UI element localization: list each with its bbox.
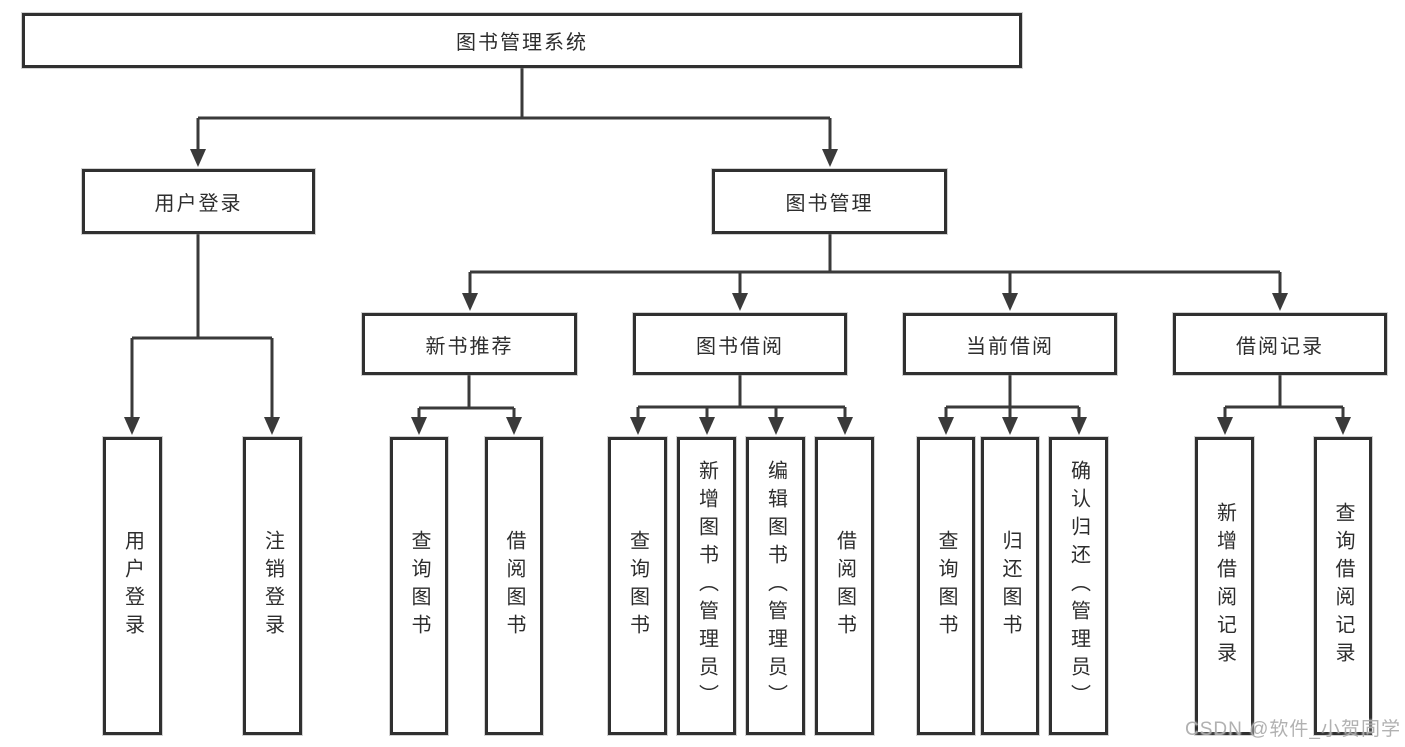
leaf-edit-books-admin-label: 编辑图书（管理员）	[764, 460, 787, 712]
node-root-system: 图书管理系统	[22, 13, 1022, 68]
leaf-add-borrow-record-label: 新增借阅记录	[1213, 502, 1236, 670]
node-borrow-records: 借阅记录	[1173, 313, 1387, 375]
leaf-borrow-books-label: 借阅图书	[833, 530, 856, 642]
leaf-add-books-admin-label: 新增图书（管理员）	[695, 460, 718, 712]
leaf-return-books: 归还图书	[981, 437, 1039, 735]
leaf-borrow-books-recommend-label: 借阅图书	[503, 530, 525, 642]
leaf-return-books-label: 归还图书	[999, 530, 1021, 642]
leaf-query-books-recommend: 查询图书	[390, 437, 448, 735]
leaf-logout-label: 注销登录	[261, 530, 284, 642]
csdn-watermark: CSDN @软件_小贺同学	[1185, 719, 1401, 740]
leaf-user-login: 用户登录	[103, 437, 162, 735]
node-book-management-label: 图书管理	[785, 193, 874, 215]
leaf-edit-books-admin: 编辑图书（管理员）	[746, 437, 805, 735]
node-book-borrow: 图书借阅	[633, 313, 847, 375]
node-new-book-recommend: 新书推荐	[362, 313, 577, 375]
leaf-query-borrow-record: 查询借阅记录	[1314, 437, 1372, 735]
leaf-borrow-books-recommend: 借阅图书	[485, 437, 543, 735]
node-book-management: 图书管理	[712, 169, 947, 234]
leaf-query-borrow-record-label: 查询借阅记录	[1332, 502, 1354, 670]
node-user-login: 用户登录	[82, 169, 315, 234]
leaf-confirm-return-admin: 确认归还（管理员）	[1049, 437, 1108, 735]
node-borrow-records-label: 借阅记录	[1236, 335, 1324, 358]
leaf-add-borrow-record: 新增借阅记录	[1195, 437, 1254, 735]
leaf-query-books-borrow: 查询图书	[608, 437, 667, 735]
node-root-system-label: 图书管理系统	[456, 32, 588, 54]
leaf-query-books-recommend-label: 查询图书	[408, 530, 430, 642]
node-book-borrow-label: 图书借阅	[696, 335, 784, 358]
leaf-confirm-return-admin-label: 确认归还（管理员）	[1067, 460, 1090, 712]
leaf-add-books-admin: 新增图书（管理员）	[677, 437, 736, 735]
leaf-user-login-label: 用户登录	[121, 530, 144, 642]
node-current-borrow-label: 当前借阅	[966, 335, 1054, 358]
node-user-login-label: 用户登录	[154, 193, 243, 215]
leaf-logout: 注销登录	[243, 437, 302, 735]
node-new-book-recommend-label: 新书推荐	[425, 335, 514, 358]
leaf-query-books-borrow-label: 查询图书	[626, 530, 649, 642]
arrowheads	[124, 149, 1351, 435]
leaf-query-books-current-label: 查询图书	[935, 530, 957, 642]
leaf-query-books-current: 查询图书	[917, 437, 975, 735]
node-current-borrow: 当前借阅	[903, 313, 1117, 375]
leaf-borrow-books: 借阅图书	[815, 437, 874, 735]
